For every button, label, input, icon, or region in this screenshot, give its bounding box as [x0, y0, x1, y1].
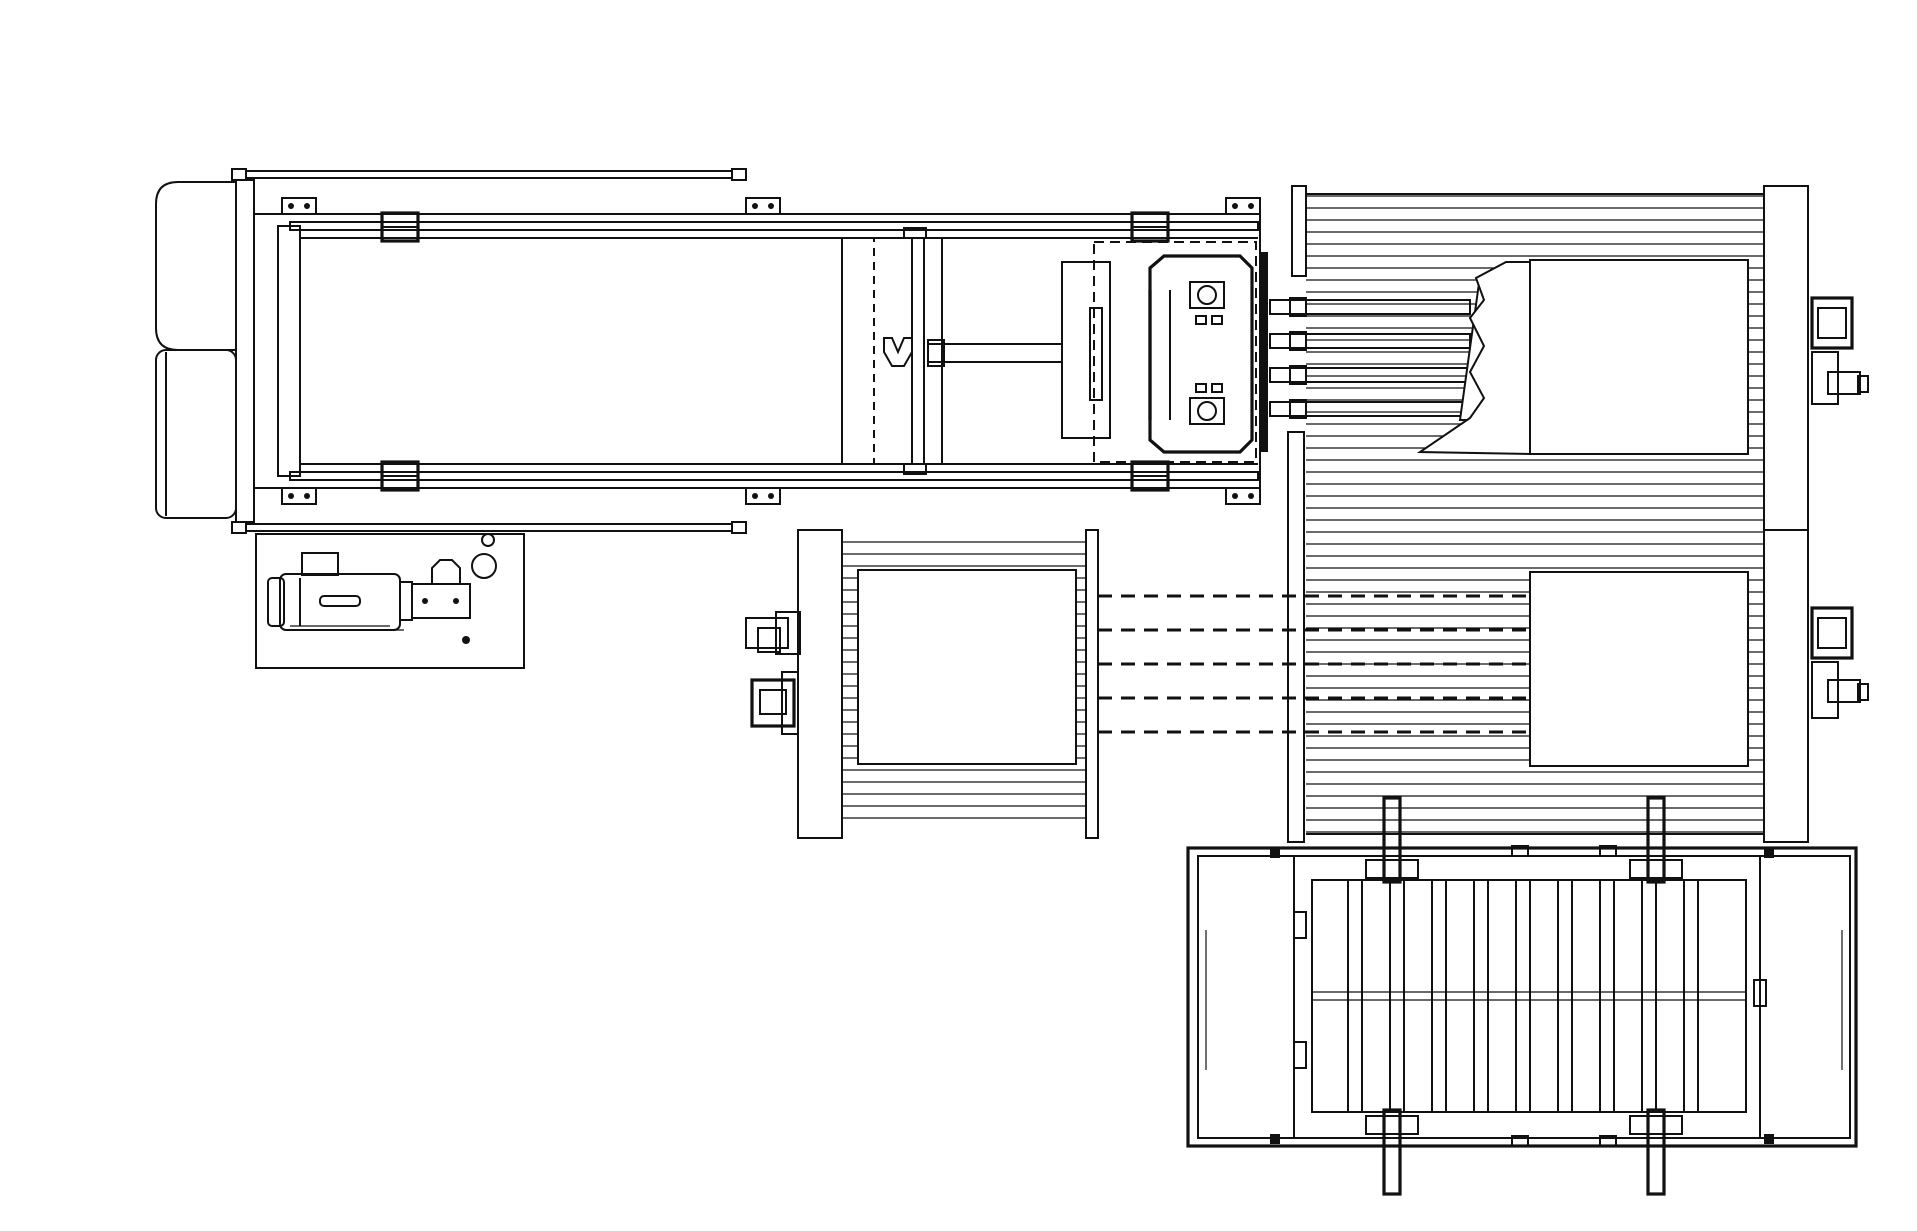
mould-head: [1061, 241, 1268, 463]
infeed-side-beam-left: [797, 529, 843, 839]
press-frame: [155, 168, 1268, 534]
moving-platen: [841, 227, 1062, 475]
lift-slat: [1641, 879, 1657, 1113]
roller-conveyor-infeed: [745, 529, 1099, 839]
motor-body: [279, 573, 401, 631]
lift-slat: [1599, 879, 1615, 1113]
mounting-feet: [281, 197, 1261, 505]
rear-platen: [235, 179, 255, 523]
lower-tie-rod-end: [731, 521, 747, 534]
lift-table-fittings: [1205, 845, 1843, 1147]
lift-cylinders: [1365, 796, 1683, 1196]
hydraulic-cylinder: [155, 181, 237, 519]
infeed-pallet: [857, 569, 1077, 765]
lift-slats: [1312, 879, 1746, 1113]
lift-slat: [1515, 879, 1531, 1113]
main-side-beam-right: [1763, 185, 1809, 843]
pump-base: [255, 533, 525, 669]
lift-table: [1186, 796, 1858, 1196]
rail-clamps: [380, 211, 1170, 492]
transfer-lines: [1098, 594, 1530, 734]
pressure-gauge-icon: [471, 553, 497, 579]
lift-table-frame: [1186, 846, 1858, 1148]
lift-slat: [1431, 879, 1447, 1113]
lift-slat: [1683, 879, 1699, 1113]
lift-slat: [1389, 879, 1405, 1113]
main-drives: [1810, 296, 1869, 719]
main-side-beam-left: [1287, 431, 1305, 843]
infeed-side-beam-right: [1085, 529, 1099, 839]
main-pallet-lower: [1529, 571, 1749, 767]
top-guide-rail: [289, 221, 1259, 231]
pump-head: [431, 559, 461, 584]
lift-slat: [1347, 879, 1363, 1113]
motor-pump-unit: [255, 533, 525, 669]
motor-terminal-box: [301, 552, 339, 576]
lower-tie-rod: [237, 523, 739, 532]
upper-tie-rod: [237, 170, 739, 179]
bottom-guide-rail: [289, 471, 1259, 481]
infeed-drive: [745, 611, 801, 735]
upper-tie-rod-end: [731, 168, 747, 181]
lift-slat: [1473, 879, 1489, 1113]
lift-slat: [1557, 879, 1573, 1113]
roller-conveyor-main: [1269, 185, 1869, 843]
pump-coupling: [411, 583, 471, 619]
main-pallet-upper: [1529, 259, 1749, 455]
